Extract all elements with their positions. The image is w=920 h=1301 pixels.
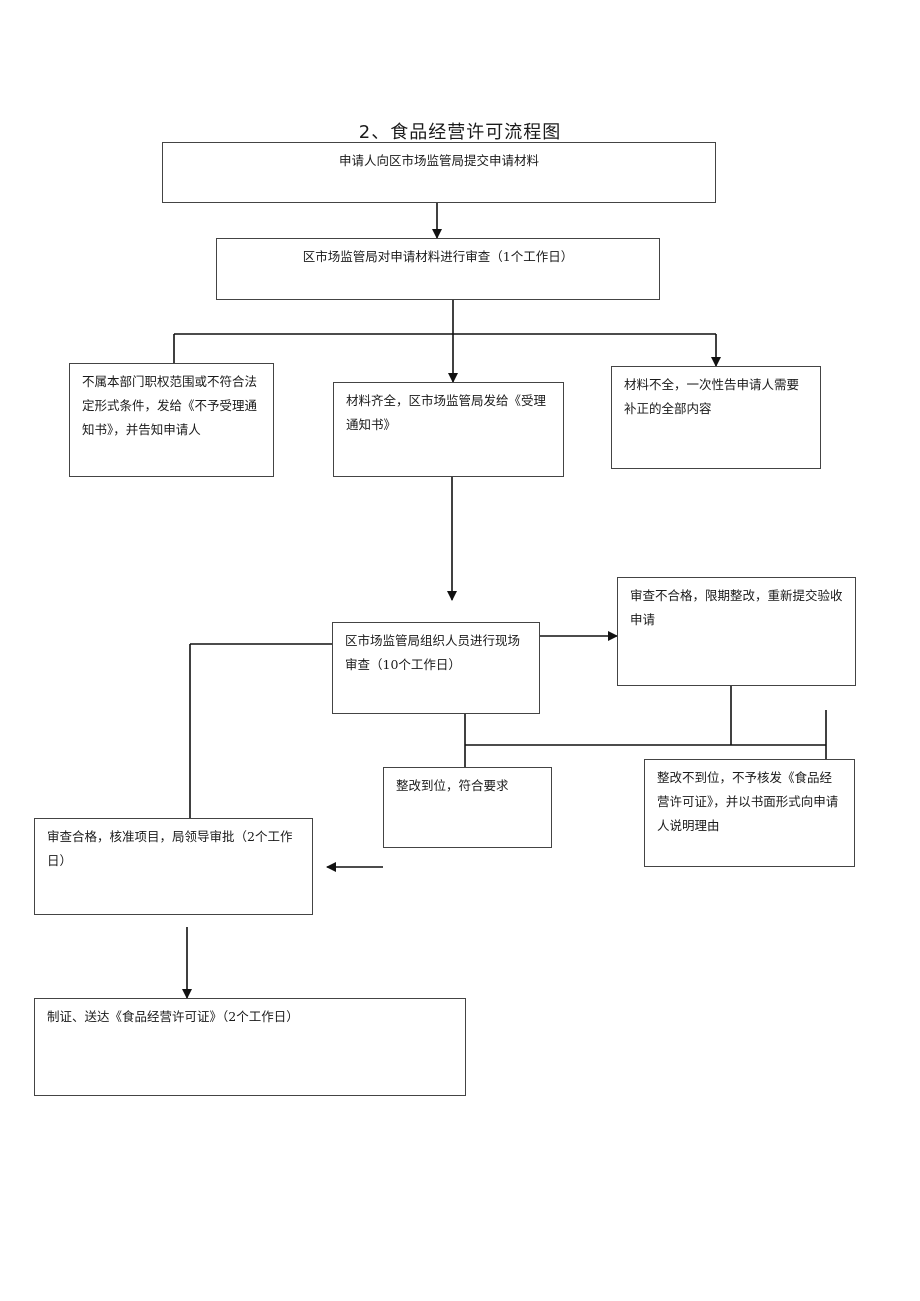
node-onsite: 区市场监管局组织人员进行现场审查（10个工作日） xyxy=(332,622,540,714)
node-review: 区市场监管局对申请材料进行审查（1个工作日） xyxy=(216,238,660,300)
node-incomplete: 材料不全，一次性告申请人需要补正的全部内容 xyxy=(611,366,821,469)
node-accept: 材料齐全，区市场监管局发给《受理通知书》 xyxy=(333,382,564,477)
page-title: 2、食品经营许可流程图 xyxy=(358,122,562,143)
node-fail-rectify: 审查不合格，限期整改，重新提交验收申请 xyxy=(617,577,856,686)
node-approve: 审查合格，核准项目，局领导审批（2个工作日） xyxy=(34,818,313,915)
node-issue: 制证、送达《食品经营许可证》（2个工作日） xyxy=(34,998,466,1096)
node-submit: 申请人向区市场监管局提交申请材料 xyxy=(162,142,716,203)
node-rectified-fail: 整改不到位，不予核发《食品经营许可证》，并以书面形式向申请人说明理由 xyxy=(644,759,855,867)
node-reject: 不属本部门职权范围或不符合法定形式条件，发给《不予受理通知书》，并告知申请人 xyxy=(69,363,274,477)
node-rectified-ok: 整改到位，符合要求 xyxy=(383,767,552,848)
